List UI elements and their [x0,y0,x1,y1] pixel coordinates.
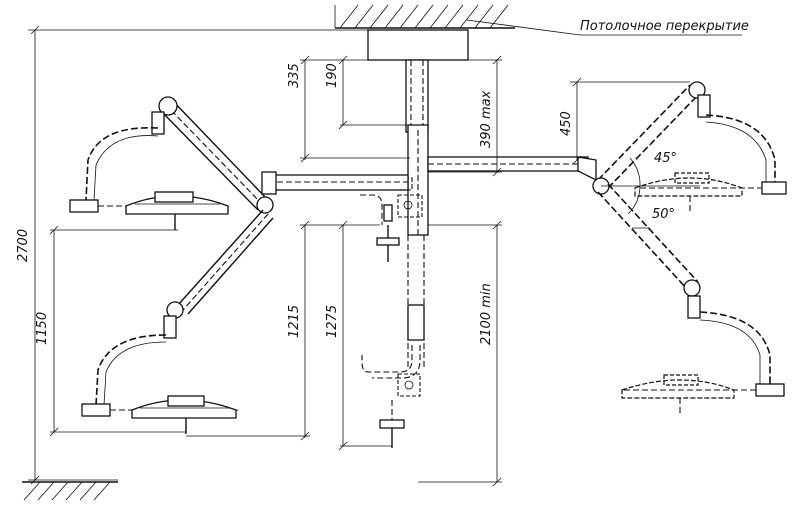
dim-190-line [338,55,410,130]
dim-1150-label: 1150 [35,312,50,345]
angle-50-label: 50° [652,207,675,222]
dim-1150-line [49,225,186,437]
right-horizontal-arm [427,156,597,182]
dim-1275-line [338,220,392,451]
right-upper-spring-arm [592,81,711,195]
right-lower-spring-arm [597,183,701,319]
ceiling-caption: Потолочное перекрытие [580,19,749,34]
dim-450-line [570,77,690,165]
dim-2700-label: 2700 [16,229,31,262]
angle-lines [601,157,700,229]
left-lower-luminaire [81,334,238,434]
right-lower-luminaire [621,311,785,414]
left-upper-spring-arm [151,96,274,214]
ceiling-mount [367,29,469,61]
dim-450-label: 450 [559,111,574,136]
floor-slab [22,481,118,501]
left-lower-spring-arm [163,209,274,339]
dim-1215-label: 1215 [287,305,302,338]
ceiling-slab [334,4,515,29]
dim-390max-line [428,55,502,177]
lower-drop-tube [361,235,425,448]
dim-1275-label: 1275 [325,305,340,338]
dim-335-line [300,55,410,163]
dim-390max-label: 390 max [479,90,494,148]
caption-leader [466,19,742,36]
right-upper-luminaire [634,114,787,212]
left-horizontal-arm [261,171,409,195]
angle-45-label: 45° [654,151,677,166]
dim-1215-line [186,220,380,441]
dim-335-label: 335 [287,63,302,88]
left-upper-luminaire [69,126,229,230]
dim-2100min-label: 2100 min [479,283,494,345]
dim-2700-line [28,25,368,485]
dim-190-label: 190 [325,63,340,88]
dim-2100min-line [418,220,502,487]
